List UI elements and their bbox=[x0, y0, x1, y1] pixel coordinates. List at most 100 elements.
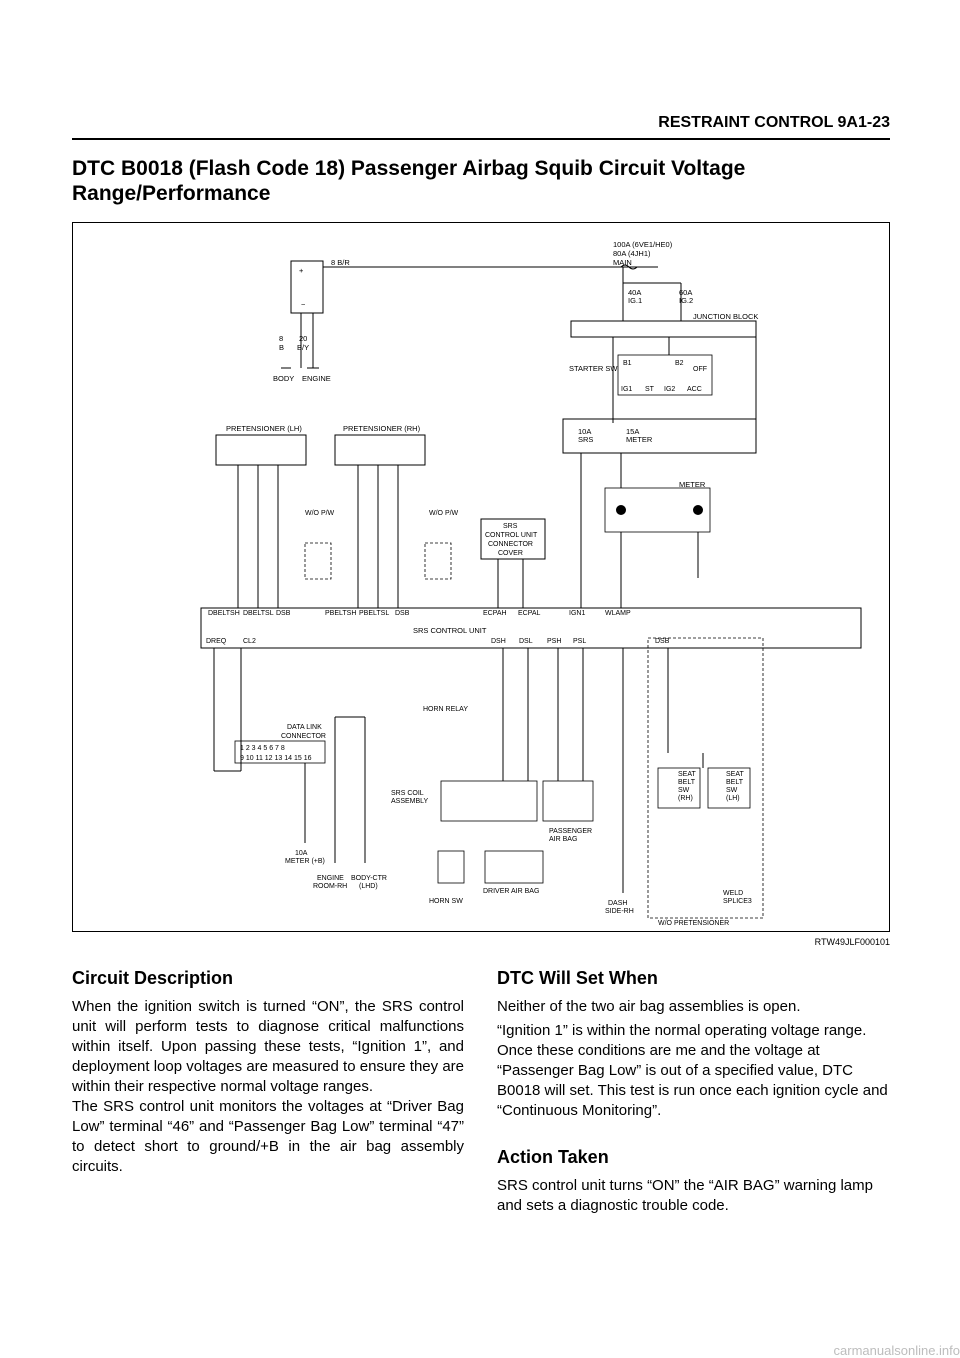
svg-text:METER (+B): METER (+B) bbox=[285, 858, 325, 865]
svg-text:B: B bbox=[279, 343, 284, 352]
svg-text:(RH): (RH) bbox=[678, 795, 693, 802]
svg-text:10A: 10A bbox=[578, 427, 591, 436]
main-fuse-line2: 80A (4JH1) bbox=[613, 249, 651, 258]
svg-text:15A: 15A bbox=[626, 427, 639, 436]
svg-text:DSL: DSL bbox=[519, 638, 533, 645]
horn-switch bbox=[437, 850, 465, 884]
svg-text:BELT: BELT bbox=[726, 779, 744, 786]
main-fuse-line1: 100A (6VE1/HE0) bbox=[613, 240, 673, 249]
svg-text:W/O PRETENSIONER: W/O PRETENSIONER bbox=[658, 920, 729, 927]
svg-text:1 2 3 4 5 6 7 8: 1 2 3 4 5 6 7 8 bbox=[240, 745, 285, 752]
svg-text:ROOM-RH: ROOM-RH bbox=[313, 883, 347, 890]
svg-text:ST: ST bbox=[645, 386, 655, 393]
svg-text:10A: 10A bbox=[295, 850, 308, 857]
svg-text:HORN SW: HORN SW bbox=[429, 898, 463, 905]
svg-text:ACC: ACC bbox=[687, 386, 702, 393]
svg-text:PSL: PSL bbox=[573, 638, 586, 645]
svg-text:9 10 11 12 13 14 15 16: 9 10 11 12 13 14 15 16 bbox=[240, 755, 312, 762]
battery bbox=[290, 260, 324, 314]
svg-text:STARTER SW: STARTER SW bbox=[569, 364, 618, 373]
svg-text:W/O P/W: W/O P/W bbox=[305, 510, 335, 517]
passenger-air-bag bbox=[542, 780, 594, 822]
svg-text:B2: B2 bbox=[675, 360, 684, 367]
svg-text:CONNECTOR: CONNECTOR bbox=[281, 733, 326, 740]
battery-wire-label: 8 B/R bbox=[331, 258, 350, 267]
svg-text:IGN1: IGN1 bbox=[569, 610, 585, 617]
svg-text:SIDE-RH: SIDE-RH bbox=[605, 908, 634, 915]
main-fuse-icon bbox=[620, 264, 638, 270]
svg-text:PBELTSL: PBELTSL bbox=[359, 610, 389, 617]
svg-text:SEAT: SEAT bbox=[726, 771, 744, 778]
driver-air-bag bbox=[484, 850, 544, 884]
svg-text:BODY-CTR: BODY-CTR bbox=[351, 875, 387, 882]
svg-text:SPLICE3: SPLICE3 bbox=[723, 898, 752, 905]
svg-text:SW: SW bbox=[678, 787, 690, 794]
svg-text:SRS COIL: SRS COIL bbox=[391, 790, 424, 797]
svg-text:DSB: DSB bbox=[655, 638, 670, 645]
wiring-diagram-svg: + − 8 B/R 100A (6VE1/HE0) 80A (4JH1) MAI… bbox=[200, 240, 862, 927]
svg-text:HORN RELAY: HORN RELAY bbox=[423, 706, 468, 713]
running-title: RESTRAINT CONTROL 9A1-23 bbox=[658, 114, 890, 131]
svg-text:DATA LINK: DATA LINK bbox=[287, 724, 322, 731]
svg-text:DSB: DSB bbox=[276, 610, 291, 617]
svg-text:OFF: OFF bbox=[693, 366, 707, 373]
svg-text:60A: 60A bbox=[679, 288, 692, 297]
svg-text:IG.2: IG.2 bbox=[679, 296, 693, 305]
svg-text:−: − bbox=[301, 300, 306, 309]
pretensioner-lh bbox=[215, 434, 307, 466]
main-fuse-line3: MAIN bbox=[613, 258, 632, 267]
svg-text:DBELTSL: DBELTSL bbox=[243, 610, 274, 617]
svg-text:METER: METER bbox=[626, 435, 653, 444]
pretensioner-lh-label: PRETENSIONER (LH) bbox=[226, 424, 302, 433]
svg-text:AIR BAG: AIR BAG bbox=[549, 836, 577, 843]
svg-text:SW: SW bbox=[726, 787, 738, 794]
svg-text:CONNECTOR: CONNECTOR bbox=[488, 541, 533, 548]
svg-text:WLAMP: WLAMP bbox=[605, 610, 631, 617]
srs-control-unit bbox=[200, 607, 862, 649]
watermark: carmanualsonline.info bbox=[833, 1343, 960, 1358]
dtc-set-p2: “Ignition 1” is within the normal operat… bbox=[497, 1022, 888, 1119]
circuit-heading: Circuit Description bbox=[72, 968, 234, 988]
wiring-diagram: + − 8 B/R 100A (6VE1/HE0) 80A (4JH1) MAI… bbox=[72, 222, 890, 932]
svg-text:SRS: SRS bbox=[578, 435, 593, 444]
pretensioner-rh bbox=[334, 434, 426, 466]
svg-text:WELD: WELD bbox=[723, 890, 743, 897]
control-unit-label: SRS CONTROL UNIT bbox=[413, 626, 487, 635]
page-title: DTC B0018 (Flash Code 18) Passenger Airb… bbox=[72, 156, 872, 206]
svg-text:40A: 40A bbox=[628, 288, 641, 297]
svg-text:ENGINE: ENGINE bbox=[317, 875, 344, 882]
circuit-p1: When the ignition switch is turned “ON”,… bbox=[72, 998, 464, 1095]
svg-text:(LH): (LH) bbox=[726, 795, 740, 802]
svg-text:DSH: DSH bbox=[491, 638, 506, 645]
svg-text:DREQ: DREQ bbox=[206, 638, 227, 645]
page-header: RESTRAINT CONTROL 9A1-23 bbox=[72, 112, 890, 140]
svg-text:W/O P/W: W/O P/W bbox=[429, 510, 459, 517]
figure-ref: RTW49JLF000101 bbox=[814, 937, 890, 947]
svg-text:SRS: SRS bbox=[503, 523, 518, 530]
dtc-set-p1: Neither of the two air bag assemblies is… bbox=[497, 998, 801, 1015]
circuit-description: Circuit Description When the ignition sw… bbox=[72, 968, 464, 1177]
dtc-set-heading: DTC Will Set When bbox=[497, 968, 658, 988]
svg-text:CL2: CL2 bbox=[243, 638, 256, 645]
svg-text:IG2: IG2 bbox=[664, 386, 675, 393]
svg-text:BELT: BELT bbox=[678, 779, 696, 786]
svg-text:PBELTSH: PBELTSH bbox=[325, 610, 356, 617]
data-link-connector bbox=[234, 740, 326, 764]
svg-text:DASH: DASH bbox=[608, 900, 627, 907]
svg-text:COVER: COVER bbox=[498, 550, 523, 557]
svg-text:B/Y: B/Y bbox=[297, 343, 309, 352]
svg-text:(LHD): (LHD) bbox=[359, 883, 378, 890]
svg-text:ENGINE: ENGINE bbox=[302, 374, 331, 383]
title-line-1: DTC B0018 (Flash Code 18) Passenger Airb… bbox=[72, 157, 746, 180]
svg-text:DBELTSH: DBELTSH bbox=[208, 610, 240, 617]
svg-text:ASSEMBLY: ASSEMBLY bbox=[391, 798, 429, 805]
svg-text:DRIVER AIR BAG: DRIVER AIR BAG bbox=[483, 888, 539, 895]
circuit-p2: The SRS control unit monitors the voltag… bbox=[72, 1098, 464, 1175]
svg-text:+: + bbox=[299, 266, 304, 275]
junction-block-label: JUNCTION BLOCK bbox=[693, 312, 758, 321]
svg-text:8: 8 bbox=[279, 334, 283, 343]
svg-text:B1: B1 bbox=[623, 360, 632, 367]
title-line-2: Range/Performance bbox=[72, 182, 271, 205]
srs-coil-assembly bbox=[440, 780, 538, 822]
svg-text:IG.1: IG.1 bbox=[628, 296, 642, 305]
